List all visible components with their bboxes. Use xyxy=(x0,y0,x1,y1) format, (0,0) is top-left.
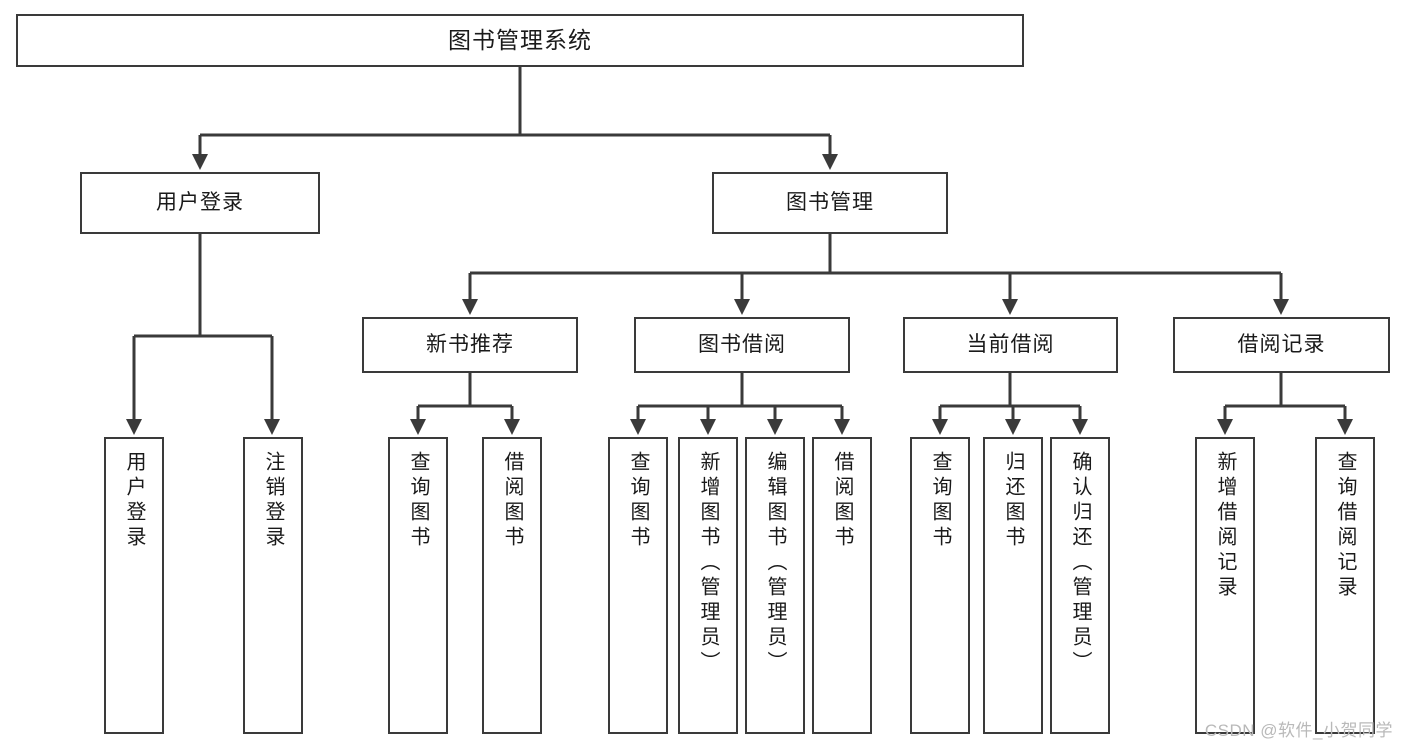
node-cb_return[interactable]: 归还图书 xyxy=(983,437,1043,734)
node-cb_confirm[interactable]: 确认归还（管理员） xyxy=(1050,437,1110,734)
node-label-root: 图书管理系统 xyxy=(448,26,592,53)
node-label-nb_borrow: 借阅图书 xyxy=(501,451,523,551)
node-bb_add[interactable]: 新增图书（管理员） xyxy=(678,437,738,734)
node-bb_query[interactable]: 查询图书 xyxy=(608,437,668,734)
node-cb_query[interactable]: 查询图书 xyxy=(910,437,970,734)
borrow-drop-3 xyxy=(767,406,783,435)
current-drop-3 xyxy=(1072,406,1088,435)
node-label-bb_add: 新增图书（管理员） xyxy=(697,451,719,676)
node-label-book_mgmt: 图书管理 xyxy=(786,190,874,214)
node-label-borrow: 图书借阅 xyxy=(698,332,786,356)
node-l1_logout[interactable]: 注销登录 xyxy=(243,437,303,734)
node-bb_borrow[interactable]: 借阅图书 xyxy=(812,437,872,734)
node-label-cb_query: 查询图书 xyxy=(929,451,951,551)
borrow-drop-2 xyxy=(700,406,716,435)
borrow-drop-1 xyxy=(630,406,646,435)
newbooks-drop-1 xyxy=(410,406,426,435)
node-label-l1_logout: 注销登录 xyxy=(262,451,284,551)
node-book_mgmt[interactable]: 图书管理 xyxy=(712,172,948,234)
node-user_login[interactable]: 用户登录 xyxy=(80,172,320,234)
node-new_books[interactable]: 新书推荐 xyxy=(362,317,578,373)
node-nb_borrow[interactable]: 借阅图书 xyxy=(482,437,542,734)
node-root[interactable]: 图书管理系统 xyxy=(16,14,1024,67)
node-label-nb_query: 查询图书 xyxy=(407,451,429,551)
mgmt-drop-1 xyxy=(462,273,478,315)
current-drop-2 xyxy=(1005,406,1021,435)
node-rec_query[interactable]: 查询借阅记录 xyxy=(1315,437,1375,734)
node-label-new_books: 新书推荐 xyxy=(426,332,514,356)
node-label-bb_borrow: 借阅图书 xyxy=(831,451,853,551)
node-nb_query[interactable]: 查询图书 xyxy=(388,437,448,734)
node-label-rec_query: 查询借阅记录 xyxy=(1334,451,1356,601)
node-label-bb_query: 查询图书 xyxy=(627,451,649,551)
node-label-cb_return: 归还图书 xyxy=(1002,451,1024,551)
node-l1_login[interactable]: 用户登录 xyxy=(104,437,164,734)
login-drop-1 xyxy=(126,336,142,435)
mgmt-drop-3 xyxy=(1002,273,1018,315)
borrow-drop-4 xyxy=(834,406,850,435)
node-label-cb_confirm: 确认归还（管理员） xyxy=(1069,451,1091,676)
node-records[interactable]: 借阅记录 xyxy=(1173,317,1390,373)
root-drop-right xyxy=(822,135,838,170)
node-current[interactable]: 当前借阅 xyxy=(903,317,1118,373)
node-borrow[interactable]: 图书借阅 xyxy=(634,317,850,373)
node-label-l1_login: 用户登录 xyxy=(123,451,145,551)
node-label-rec_add: 新增借阅记录 xyxy=(1214,451,1236,601)
current-drop-1 xyxy=(932,406,948,435)
records-drop-1 xyxy=(1217,406,1233,435)
root-drop-left xyxy=(192,135,208,170)
records-drop-2 xyxy=(1337,406,1353,435)
node-label-user_login: 用户登录 xyxy=(156,190,244,214)
csdn-watermark: CSDN @软件_小贺同学 xyxy=(1204,721,1393,740)
node-label-bb_edit: 编辑图书（管理员） xyxy=(764,451,786,676)
login-drop-2 xyxy=(264,336,280,435)
node-bb_edit[interactable]: 编辑图书（管理员） xyxy=(745,437,805,734)
node-label-records: 借阅记录 xyxy=(1237,332,1326,356)
node-label-current: 当前借阅 xyxy=(966,332,1055,356)
node-rec_add[interactable]: 新增借阅记录 xyxy=(1195,437,1255,734)
mgmt-drop-4 xyxy=(1273,273,1289,315)
newbooks-drop-2 xyxy=(504,406,520,435)
mgmt-drop-2 xyxy=(734,273,750,315)
